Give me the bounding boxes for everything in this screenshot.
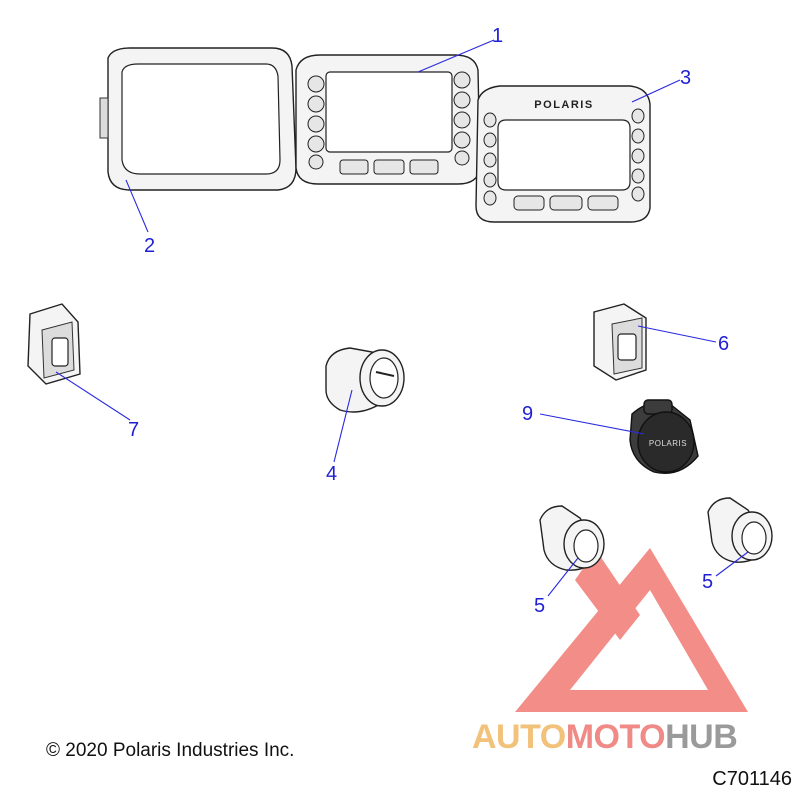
leader-9: [539, 413, 645, 435]
leader-lines: [55, 39, 749, 597]
callout-5-left: 5: [534, 595, 545, 617]
callout-4: 4: [326, 463, 337, 485]
part-3-bezel: POLARIS: [475, 85, 651, 223]
callout-6: 6: [718, 333, 729, 355]
watermark-part-hub: HUB: [665, 718, 738, 756]
part-6-rocker-switch: [593, 303, 647, 381]
copyright-notice: © 2020 Polaris Industries Inc.: [46, 740, 295, 761]
callout-1: 1: [492, 25, 503, 47]
watermark-text: AUTOMOTOHUB: [472, 718, 738, 757]
cluster-left-buttons: [307, 75, 325, 170]
part-1-instrument-cluster: [295, 54, 481, 185]
part-5-power-socket-left: [539, 505, 605, 571]
part-9-power-outlet: POLARIS: [629, 399, 699, 474]
watermark-logo: [515, 548, 748, 712]
bezel-right-buttons: [631, 108, 645, 202]
leader-2: [125, 179, 149, 233]
outlet-brand-label: POLARIS: [649, 439, 687, 448]
part-7-rocker-switch: [27, 303, 81, 385]
watermark-part-auto: AUTO: [472, 718, 566, 756]
leader-4: [333, 389, 353, 463]
cluster-bottom-buttons: [339, 159, 439, 175]
part-5-power-socket-right: [707, 497, 773, 563]
bezel-bottom-buttons: [513, 195, 619, 211]
callout-9: 9: [522, 403, 533, 425]
watermark-part-moto: MOTO: [565, 718, 666, 756]
figure-id: C701146: [712, 768, 792, 790]
callout-2: 2: [144, 235, 155, 257]
bezel-left-buttons: [483, 112, 497, 206]
leader-7: [55, 371, 131, 421]
bezel-brand-label: POLARIS: [534, 99, 593, 111]
leader-1: [417, 39, 495, 73]
part-2-gauge-seal: [99, 47, 297, 191]
callout-5-right: 5: [702, 571, 713, 593]
callout-3: 3: [680, 67, 691, 89]
leader-6: [637, 325, 717, 343]
leader-5b: [715, 551, 749, 577]
callout-numbers: 1 2 3 4 5 5 6 7 9: [128, 25, 729, 617]
cluster-right-buttons: [453, 71, 471, 166]
part-4-accessory-plug: [325, 347, 405, 413]
leader-5a: [547, 557, 579, 597]
callout-7: 7: [128, 419, 139, 441]
leader-3: [631, 79, 681, 103]
